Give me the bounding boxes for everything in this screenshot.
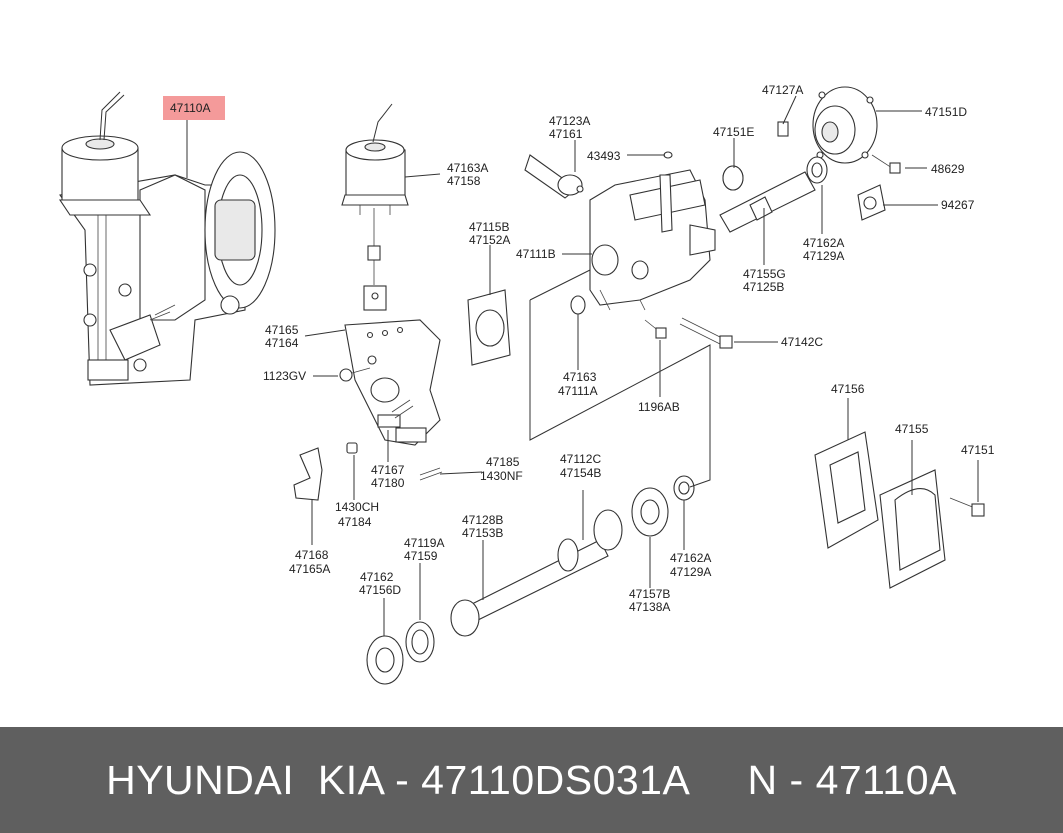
seal-47163-drawing — [570, 295, 586, 315]
part-label[interactable]: 47129A — [803, 249, 844, 263]
part-label[interactable]: 47155G — [743, 267, 786, 281]
part-label[interactable]: 48629 — [931, 162, 965, 176]
leader-lines — [304, 95, 979, 636]
washer-43493-drawing — [663, 151, 673, 159]
part-label[interactable]: 94267 — [941, 198, 975, 212]
part-label[interactable]: 47159 — [404, 549, 438, 563]
part-label[interactable]: 47152A — [469, 233, 510, 247]
part-label[interactable]: 47168 — [295, 548, 329, 562]
part-label[interactable]: 47125B — [743, 280, 784, 294]
part-label[interactable]: 47127A — [762, 83, 803, 97]
part-label[interactable]: 47123A — [549, 114, 590, 128]
lever-drawing — [293, 447, 323, 501]
part-label[interactable]: 47167 — [371, 463, 405, 477]
part-label[interactable]: 47151E — [713, 125, 754, 139]
part-label[interactable]: 47158 — [447, 174, 481, 188]
callout-frame — [529, 269, 711, 488]
part-label[interactable]: 47111A — [558, 384, 598, 398]
bolt-47142C-drawing — [679, 317, 723, 345]
part-label[interactable]: 47165A — [289, 562, 330, 576]
part-label[interactable]: 1196AB — [638, 400, 680, 414]
seal-47151E-drawing — [722, 165, 744, 191]
part-label[interactable]: 1430NF — [480, 469, 523, 483]
part-number-caption: HYUNDAI KIA - 47110DS031A N - 47110A — [106, 756, 957, 803]
parts-diagram: 47110A — [58, 83, 995, 685]
bolt-48629-drawing — [871, 154, 893, 169]
pin-drawing — [346, 442, 358, 454]
part-highlight-box[interactable] — [163, 96, 225, 120]
part-label[interactable]: 47129A — [670, 565, 711, 579]
part-label[interactable]: 47151D — [925, 105, 967, 119]
part-label[interactable]: 1430CH — [335, 500, 379, 514]
part-label[interactable]: 47119A — [404, 536, 444, 550]
part-label[interactable]: 47162 — [360, 570, 394, 584]
part-label[interactable]: 47156D — [359, 583, 401, 597]
part-label[interactable]: 47112C — [560, 452, 601, 466]
part-label[interactable]: 47111B — [516, 247, 556, 261]
vacuum-actuator-drawing — [341, 103, 409, 311]
part-label[interactable]: 47165 — [265, 323, 299, 337]
input-shaft-drawing — [366, 475, 695, 685]
bracket-drawing — [339, 319, 441, 446]
footer-banner: HYUNDAI KIA - 47110DS031A N - 47110A — [0, 727, 1063, 833]
part-label[interactable]: 47185 — [486, 455, 520, 469]
part-label-47110A[interactable]: 47110A — [170, 101, 210, 115]
actuator-assembly-drawing — [58, 91, 276, 386]
shift-lever-drawing — [524, 154, 584, 199]
part-labels: 47127A 47151D 47123A 47161 47151E 43493 … — [263, 83, 995, 614]
transfer-case-drawing — [589, 169, 716, 311]
part-label[interactable]: 47138A — [629, 600, 670, 614]
part-label[interactable]: 47163A — [447, 161, 488, 175]
part-label[interactable]: 47151 — [961, 443, 995, 457]
output-flange-drawing — [777, 86, 878, 164]
part-label[interactable]: 47164 — [265, 336, 299, 350]
part-label[interactable]: 47154B — [560, 466, 601, 480]
part-label[interactable]: 47184 — [338, 515, 372, 529]
part-label[interactable]: 47180 — [371, 476, 405, 490]
part-label[interactable]: 47161 — [549, 127, 583, 141]
part-label[interactable]: 47163 — [563, 370, 597, 384]
part-label[interactable]: 47142C — [781, 335, 823, 349]
part-label[interactable]: 47155 — [895, 422, 929, 436]
part-label[interactable]: 47162A — [670, 551, 711, 565]
part-label[interactable]: 47157B — [629, 587, 670, 601]
part-label[interactable]: 1123GV — [263, 369, 306, 383]
part-label[interactable]: 47156 — [831, 382, 865, 396]
part-label[interactable]: 47153B — [462, 526, 503, 540]
spring-pin-drawing — [419, 467, 443, 481]
part-label[interactable]: 47128B — [462, 513, 503, 527]
part-label[interactable]: 43493 — [587, 149, 621, 163]
part-label[interactable]: 47115B — [469, 220, 509, 234]
part-label[interactable]: 47162A — [803, 236, 844, 250]
